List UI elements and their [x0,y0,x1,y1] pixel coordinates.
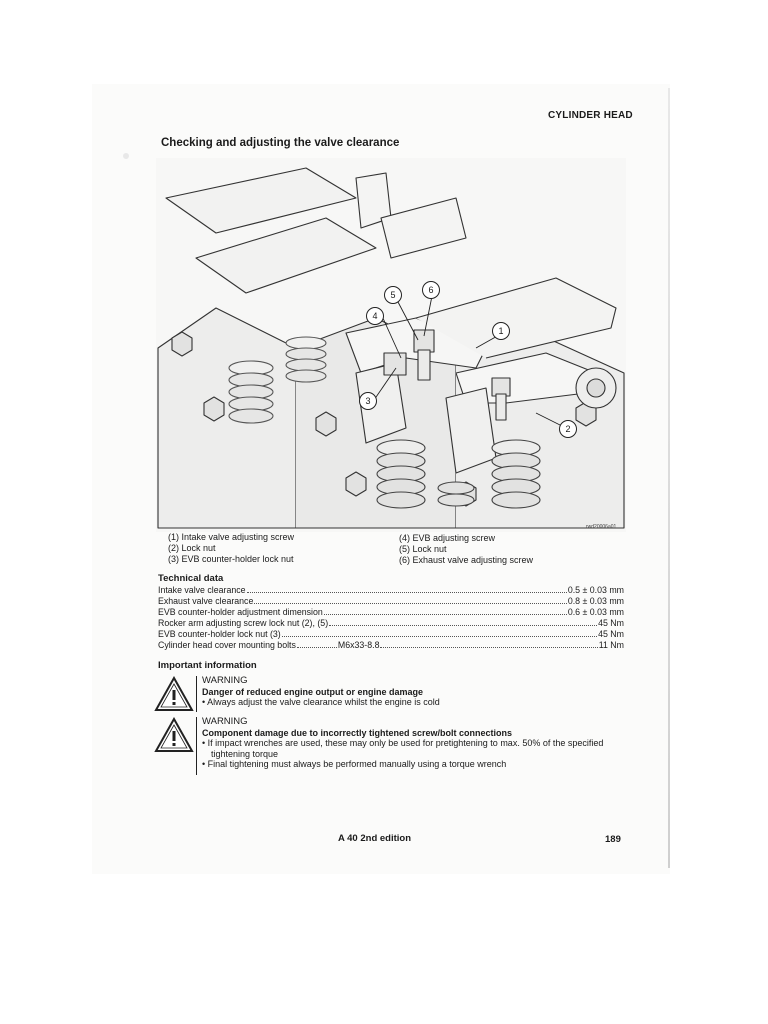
callout-3: 3 [359,392,377,410]
tech-value: 45 Nm [598,629,624,639]
callout-1: 1 [492,322,510,340]
page-title: Checking and adjusting the valve clearan… [161,137,400,149]
valve-train-illustration: 1 2 3 4 5 6 [156,158,626,532]
important-info-heading: Important information [158,660,257,671]
leader-dots [323,607,567,615]
legend-left: (1) Intake valve adjusting screw (2) Loc… [168,532,294,565]
engine-drawing [157,167,625,529]
page-edge [668,88,670,868]
leader-dots [380,640,598,648]
technical-data-heading: Technical data [158,573,224,584]
tech-row: Cylinder head cover mounting bolts M6x33… [158,640,624,651]
tech-row: EVB counter-holder adjustment dimension … [158,607,624,618]
tech-label: EVB counter-holder adjustment dimension [158,607,323,617]
warning-bar [196,717,197,775]
warning-body: WARNING Component damage due to incorrec… [202,716,622,770]
callout-5: 5 [384,286,402,304]
tech-value: 0.6 ± 0.03 mm [567,607,624,617]
tech-value: 0.8 ± 0.03 mm [567,596,624,606]
tech-label: Exhaust valve clearance [158,596,254,606]
tech-value: 0.5 ± 0.03 mm [567,585,624,595]
tech-label: Rocker arm adjusting screw lock nut (2),… [158,618,329,628]
warning-label: WARNING [202,675,248,686]
warning-bar [196,676,197,712]
tech-label: Cylinder head cover mounting bolts [158,640,296,650]
warning-block: WARNING Component damage due to incorrec… [154,716,624,777]
warning-triangle-icon [154,717,194,752]
callout-6: 6 [422,281,440,299]
edition-footer: A 40 2nd edition [338,833,412,844]
warning-bullet: • If impact wrenches are used, these may… [202,738,604,759]
legend-item: (4) EVB adjusting screw [399,533,496,543]
tech-value: 11 Nm [598,640,624,650]
warning-label: WARNING [202,716,248,727]
tech-row: Exhaust valve clearance 0.8 ± 0.03 mm [158,596,624,607]
section-header: CYLINDER HEAD [548,110,633,121]
legend-item: (3) EVB counter-holder lock nut [168,554,294,564]
callout-4: 4 [366,307,384,325]
warning-block: WARNING Danger of reduced engine output … [154,675,624,712]
technical-data-table: Intake valve clearance 0.5 ± 0.03 mm Exh… [158,585,624,651]
warning-subtitle: Component damage due to incorrectly tigh… [202,727,513,738]
warning-triangle-icon [154,676,194,711]
leader-dots [246,585,567,593]
warning-body: WARNING Danger of reduced engine output … [202,675,622,708]
callout-2: 2 [559,420,577,438]
tech-bolt-spec: M6x33-8.8 [337,640,380,650]
figure-code: rwd20006a01 [586,524,617,530]
scan-mark [123,153,129,159]
tech-label: Intake valve clearance [158,585,246,595]
legend-item: (5) Lock nut [399,544,447,554]
leader-dots [281,629,598,637]
tech-label: EVB counter-holder lock nut (3) [158,629,281,639]
tech-value: 45 Nm [598,618,624,628]
legend-item: (1) Intake valve adjusting screw [168,532,295,542]
tech-row: Intake valve clearance 0.5 ± 0.03 mm [158,585,624,596]
page-number: 189 [605,834,621,845]
legend-item: (6) Exhaust valve adjusting screw [399,555,534,565]
warning-bullet: • Final tightening must always be perfor… [202,759,507,769]
legend-item: (2) Lock nut [168,543,216,553]
legend-right: (4) EVB adjusting screw (5) Lock nut (6)… [399,533,533,566]
leader-dots [296,640,337,648]
tech-row: EVB counter-holder lock nut (3) 45 Nm [158,629,624,640]
tech-row: Rocker arm adjusting screw lock nut (2),… [158,618,624,629]
warning-subtitle: Danger of reduced engine output or engin… [202,686,424,697]
leader-dots [254,596,567,604]
leader-dots [329,618,598,626]
warning-bullet: • Always adjust the valve clearance whil… [202,697,440,707]
